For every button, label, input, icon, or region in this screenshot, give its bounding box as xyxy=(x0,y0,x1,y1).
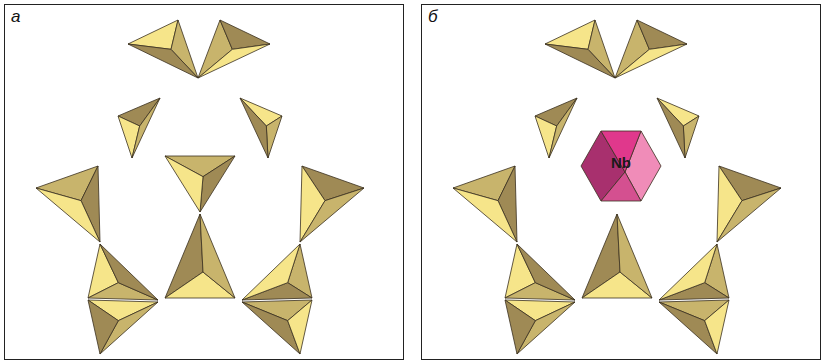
tetrahedron-face xyxy=(659,244,717,300)
tetrahedron-face xyxy=(705,300,729,354)
tetrahedron-face xyxy=(36,188,100,242)
tetrahedron-face xyxy=(118,116,140,158)
tetrahedron-face xyxy=(300,188,364,242)
tetrahedron-face xyxy=(657,98,685,158)
panel-letter: б xyxy=(428,7,438,27)
figure-panel: а xyxy=(4,4,404,360)
tetrahedron-face xyxy=(505,300,535,354)
tetrahedron-face xyxy=(288,300,312,354)
tetrahedron-face xyxy=(535,116,557,158)
tetrahedron-face xyxy=(132,98,160,158)
tetrahedron-face xyxy=(240,98,268,158)
panel-letter: а xyxy=(11,7,20,27)
tetrahedron-face xyxy=(88,300,118,354)
tetrahedron-face xyxy=(549,98,577,158)
tetrahedron-face xyxy=(198,44,270,78)
tetrahedron-face xyxy=(128,44,198,78)
tetrahedron-face xyxy=(717,188,781,242)
tetrahedron-face xyxy=(545,44,615,78)
tetrahedron-face xyxy=(517,244,575,300)
figure-panel: бNb xyxy=(421,4,821,360)
tetrahedron-face xyxy=(615,44,687,78)
silicate-ring xyxy=(5,5,403,359)
octahedron-face xyxy=(601,172,641,201)
tetrahedron-face xyxy=(242,244,300,300)
tetrahedron-face xyxy=(165,156,203,212)
tetrahedron-face xyxy=(200,156,235,212)
tetrahedron-face xyxy=(453,188,517,242)
tetrahedron-face xyxy=(100,244,158,300)
tetrahedron-face xyxy=(617,214,652,298)
element-symbol: Nb xyxy=(611,154,631,171)
tetrahedron-face xyxy=(683,116,699,158)
octahedron-face xyxy=(601,131,641,172)
octahedron: Nb xyxy=(579,128,663,204)
tetrahedron-face xyxy=(200,214,235,298)
tetrahedron-face xyxy=(266,116,282,158)
